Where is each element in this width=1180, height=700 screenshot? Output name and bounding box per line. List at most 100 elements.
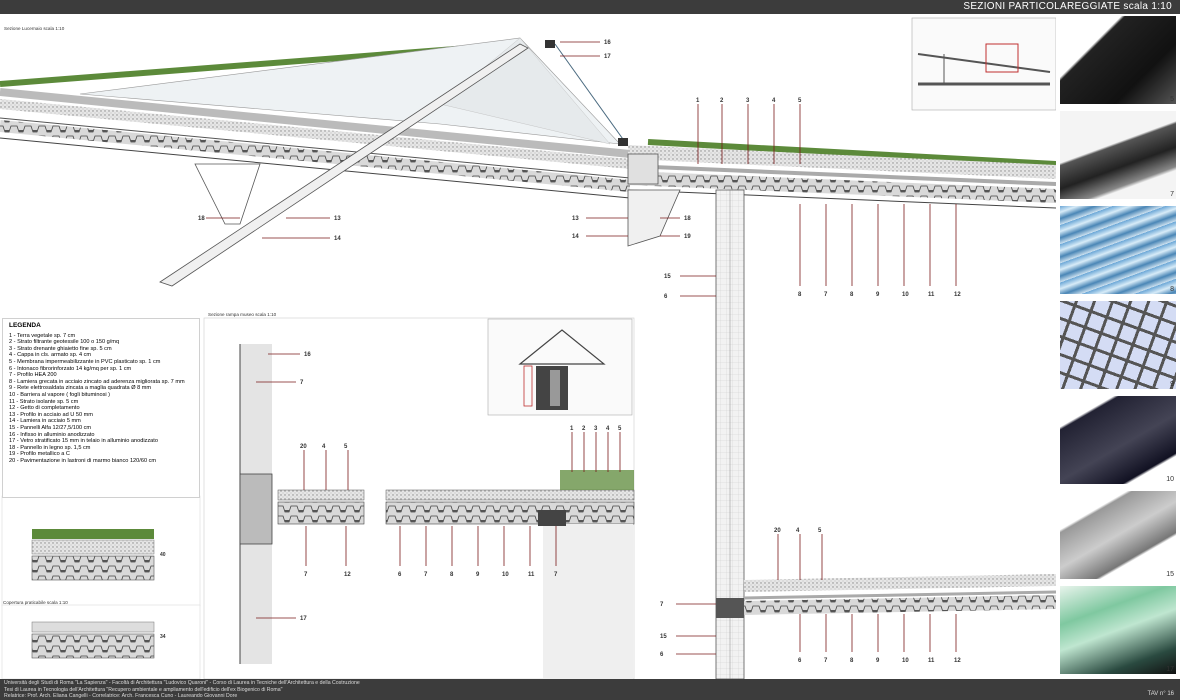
- material-photo: 15: [1060, 491, 1176, 579]
- skylight-section: [0, 37, 631, 287]
- callout-number: 7: [304, 572, 308, 578]
- legend-item: 10 - Barriera al vapore ( fogli bitumino…: [9, 391, 111, 398]
- legend-item: 6 - Intonaco fibrorinforzato 14 kg/mq pe…: [9, 365, 132, 372]
- dimension-label: 40: [160, 552, 166, 558]
- callout-number: 11: [528, 572, 535, 578]
- footer-line: Tesi di Laurea in Tecnologia dell'Archit…: [4, 686, 283, 693]
- legend-item: 19 - Profilo metallico a C: [9, 451, 70, 458]
- footer-line: Università degli Studi di Roma "La Sapie…: [4, 680, 360, 686]
- callout-number: 3: [594, 426, 598, 432]
- callout-number: 6: [664, 294, 668, 300]
- callout-number: 15: [660, 634, 667, 640]
- callout-number: 8: [850, 292, 854, 298]
- legend-item: 15 - Pannelli Alfa 12/27,5/100 cm: [9, 424, 92, 431]
- callout-number: 7: [424, 572, 428, 578]
- caption-terrace: Copertura praticabile scala 1:10: [3, 600, 68, 605]
- footer-line: Relatrice: Prof. Arch. Eliana Cangelli -…: [4, 693, 238, 700]
- legend-item: 2 - Strato filtrante geotessile 100 o 15…: [9, 339, 120, 346]
- callout-number: 19: [684, 234, 691, 240]
- legend-item: 5 - Membrana impermeabilizzante in PVC p…: [9, 358, 161, 365]
- material-photo: 9: [1060, 301, 1176, 389]
- callout-number: 7: [554, 572, 558, 578]
- callout-number: 6: [798, 658, 802, 664]
- legend-title: LEGENDA: [9, 322, 41, 329]
- callout-number: 7: [660, 602, 664, 608]
- photo-number: 7: [1170, 191, 1174, 198]
- legend-item: 13 - Profilo in acciaio ad U 50 mm: [9, 411, 93, 418]
- callout-number: 11: [928, 658, 935, 664]
- callout-number: 11: [928, 292, 935, 298]
- callout-number: 9: [876, 292, 880, 298]
- footer: Università degli Studi di Roma "La Sapie…: [0, 679, 1180, 700]
- caption-skylight: Sezione Lucernaio scala 1:10: [4, 26, 65, 31]
- callout-number: 8: [450, 572, 454, 578]
- callout-number: 4: [322, 444, 326, 450]
- material-photo: 10: [1060, 396, 1176, 484]
- photo-number: 8: [1170, 286, 1174, 293]
- callout-number: 7: [824, 658, 828, 664]
- legend-item: 17 - Vetro stratificato 15 mm in telaio …: [9, 438, 158, 445]
- ramp-section: [203, 317, 635, 680]
- callout-number: 4: [796, 528, 800, 534]
- callout-number: 16: [304, 352, 311, 358]
- callout-number: 2: [582, 426, 586, 432]
- section-drawings: 1617181314131418191234587891011121567156…: [0, 17, 1057, 680]
- callout-number: 18: [684, 216, 691, 222]
- photo-number: 9: [1170, 381, 1174, 388]
- sheet-number: TAV n° 16: [1147, 691, 1174, 698]
- callout-number: 4: [772, 98, 776, 104]
- callout-number: 10: [902, 292, 909, 298]
- callout-number: 12: [954, 658, 961, 664]
- callout-number: 10: [902, 658, 909, 664]
- callout-number: 10: [502, 572, 509, 578]
- callout-number: 2: [720, 98, 724, 104]
- legend-item: 14 - Lamiera in acciaio 5 mm: [9, 418, 81, 425]
- legend-item: 11 - Strato isolante sp. 5 cm: [9, 398, 79, 405]
- callout-number: 12: [344, 572, 351, 578]
- callout-number: 14: [334, 236, 341, 242]
- legend-item: 20 - Pavimentazione in lastroni di marmo…: [9, 457, 157, 464]
- title-bar: SEZIONI PARTICOLAREGGIATE scala 1:10: [0, 0, 1180, 14]
- callout-number: 5: [798, 98, 802, 104]
- callout-number: 7: [824, 292, 828, 298]
- callout-number: 18: [198, 216, 205, 222]
- callout-number: 5: [344, 444, 348, 450]
- callout-number: 13: [334, 216, 341, 222]
- caption-ramp: Sezione rampa museo scala 1:10: [208, 312, 277, 317]
- callout-number: 6: [398, 572, 402, 578]
- callout-number: 9: [876, 658, 880, 664]
- callout-number: 20: [300, 444, 307, 450]
- material-photo: 8: [1060, 206, 1176, 294]
- callout-number: 8: [798, 292, 802, 298]
- callout-number: 16: [604, 40, 611, 46]
- callout-number: 3: [746, 98, 750, 104]
- legend-item: 7 - Profilo HEA 200: [9, 372, 57, 379]
- legend-item: 8 - Lamiera grecata in acciaio zincato a…: [9, 378, 185, 385]
- photo-number: 17: [1166, 666, 1174, 673]
- callout-number: 5: [618, 426, 622, 432]
- photo-number: 10: [1166, 476, 1174, 483]
- material-photo: 5: [1060, 16, 1176, 104]
- callout-number: 15: [664, 274, 671, 280]
- material-photo: 7: [1060, 111, 1176, 199]
- green-roof-section: [627, 139, 1057, 680]
- legend-item: 18 - Pannello in legno sp. 1,5 cm: [9, 444, 91, 451]
- legend-item: 1 - Terra vegetale sp. 7 cm: [9, 332, 76, 339]
- lower-roof-section: [716, 574, 1057, 618]
- locator-sketch: [911, 17, 1057, 111]
- callout-number: 8: [850, 658, 854, 664]
- callout-number: 12: [954, 292, 961, 298]
- callout-number: 1: [696, 98, 700, 104]
- photo-number: 15: [1166, 571, 1174, 578]
- terrace-sections: [1, 495, 201, 680]
- material-photo: 17: [1060, 586, 1176, 674]
- legend-item: 3 - Strato drenante ghiaietto fine sp. 5…: [9, 345, 112, 352]
- materials-photo-strip: 5 7 8 9 10 15 17: [1056, 14, 1180, 679]
- callout-number: 13: [572, 216, 579, 222]
- legend-item: 12 - Getto di completamento: [9, 405, 80, 412]
- callout-number: 9: [476, 572, 480, 578]
- callout-number: 14: [572, 234, 579, 240]
